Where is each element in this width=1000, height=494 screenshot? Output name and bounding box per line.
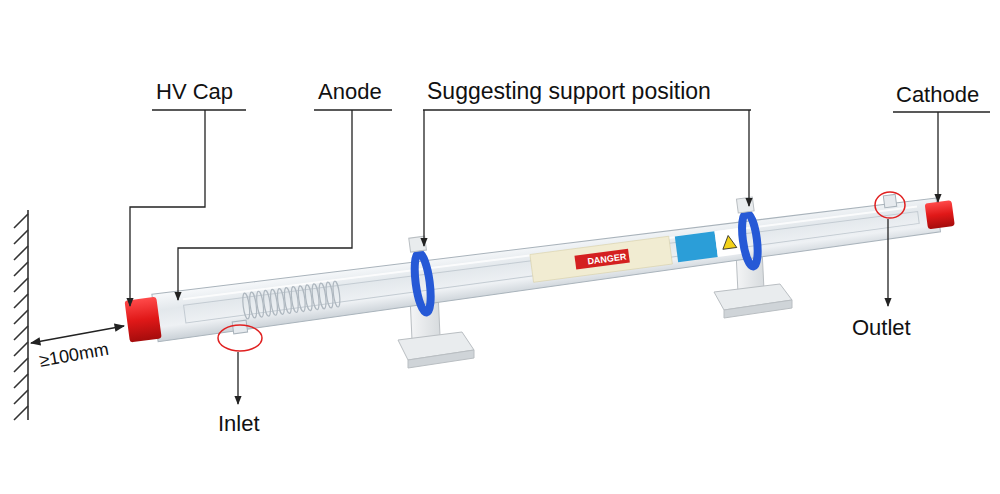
- outlet-marker: [875, 192, 905, 218]
- wall: [14, 210, 28, 420]
- part-label: Cathode: [896, 83, 979, 107]
- part-label: Anode: [318, 80, 382, 104]
- warning-text: DANGER: [587, 253, 627, 268]
- dimension-label: ≥100mm: [38, 340, 110, 372]
- dimension-line: [31, 326, 124, 343]
- part-label: Outlet: [852, 316, 911, 340]
- part-label: Inlet: [218, 412, 260, 436]
- leader-lines: [130, 110, 990, 404]
- part-label: Suggesting support position: [427, 79, 711, 104]
- inlet-marker: [218, 325, 262, 351]
- part-label: HV Cap: [156, 80, 233, 104]
- glass-tube: [121, 167, 957, 351]
